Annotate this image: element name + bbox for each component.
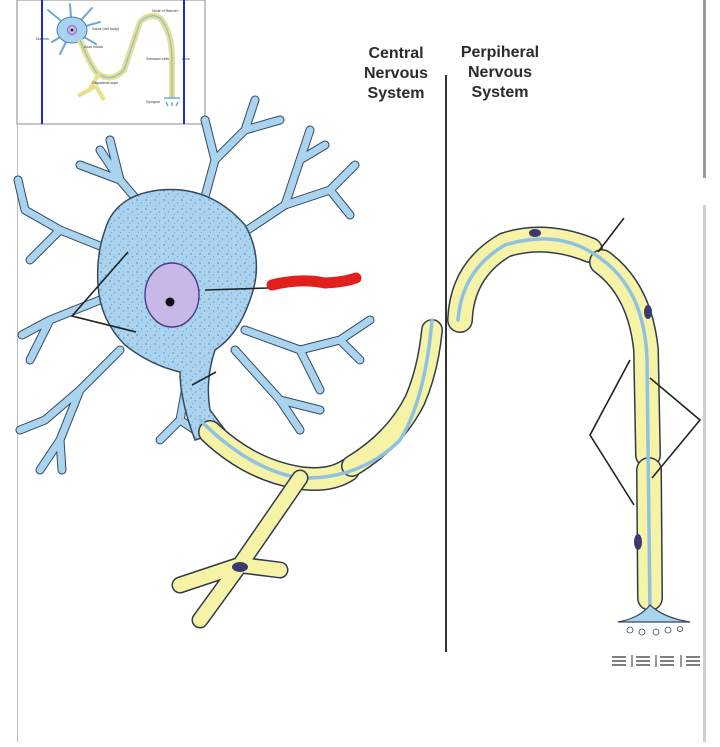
- leader-lines: [70, 217, 702, 506]
- pns-axon-core: [456, 237, 652, 614]
- dendrites: [13, 95, 375, 475]
- thumb-label-axon: Axon: [182, 57, 190, 61]
- nucleus: [144, 262, 200, 328]
- schwann-nucleus-3: [634, 534, 642, 550]
- highlight-mark: [266, 272, 362, 291]
- pns-axon: [447, 226, 663, 614]
- right-edge-bar-top: [703, 0, 706, 178]
- peripheral-nervous-system-label: Perpiheral Nervous System: [460, 44, 540, 101]
- soma-bracket: [70, 251, 137, 333]
- thumbnail-neuron: [47, 3, 180, 107]
- cns-axon: [171, 318, 443, 629]
- central-nervous-system-label: Central Nervous System: [363, 45, 429, 102]
- thumb-label-oligodendrocyte: Oligodendrocyte: [92, 81, 118, 85]
- axon-terminal: [612, 604, 700, 667]
- schwann-bracket-left: [589, 359, 635, 506]
- thumb-label-node-of-ranvier: Node of Ranvier: [152, 9, 179, 13]
- node-of-ranvier-leader: [597, 217, 625, 253]
- right-edge-bar-bottom: [703, 205, 706, 742]
- thumb-label-nucleus: Nucleus: [36, 37, 49, 41]
- schwann-nucleus-2: [644, 305, 652, 319]
- cns-axon-core: [198, 318, 434, 480]
- schwann-nucleus-1: [529, 229, 541, 237]
- thumb-label-synapse: Synapse: [146, 100, 160, 104]
- axon-hillock-leader: [191, 371, 217, 386]
- thumb-label-axon-hillock: Axon hillock: [84, 45, 103, 49]
- thumbnail-diagram: Node of Ranvier Soma (cell body) Nucleus…: [16, 0, 206, 125]
- postsynaptic-receptors: [612, 655, 700, 667]
- nucleolus: [165, 297, 175, 307]
- oligodendrocyte-nucleus: [232, 562, 248, 572]
- nucleus-leader: [204, 287, 269, 291]
- thumb-label-schwann-cells: Schwann cells: [146, 57, 169, 61]
- schwann-bracket-right: [649, 377, 702, 479]
- thumb-label-soma: Soma (cell body): [92, 27, 119, 31]
